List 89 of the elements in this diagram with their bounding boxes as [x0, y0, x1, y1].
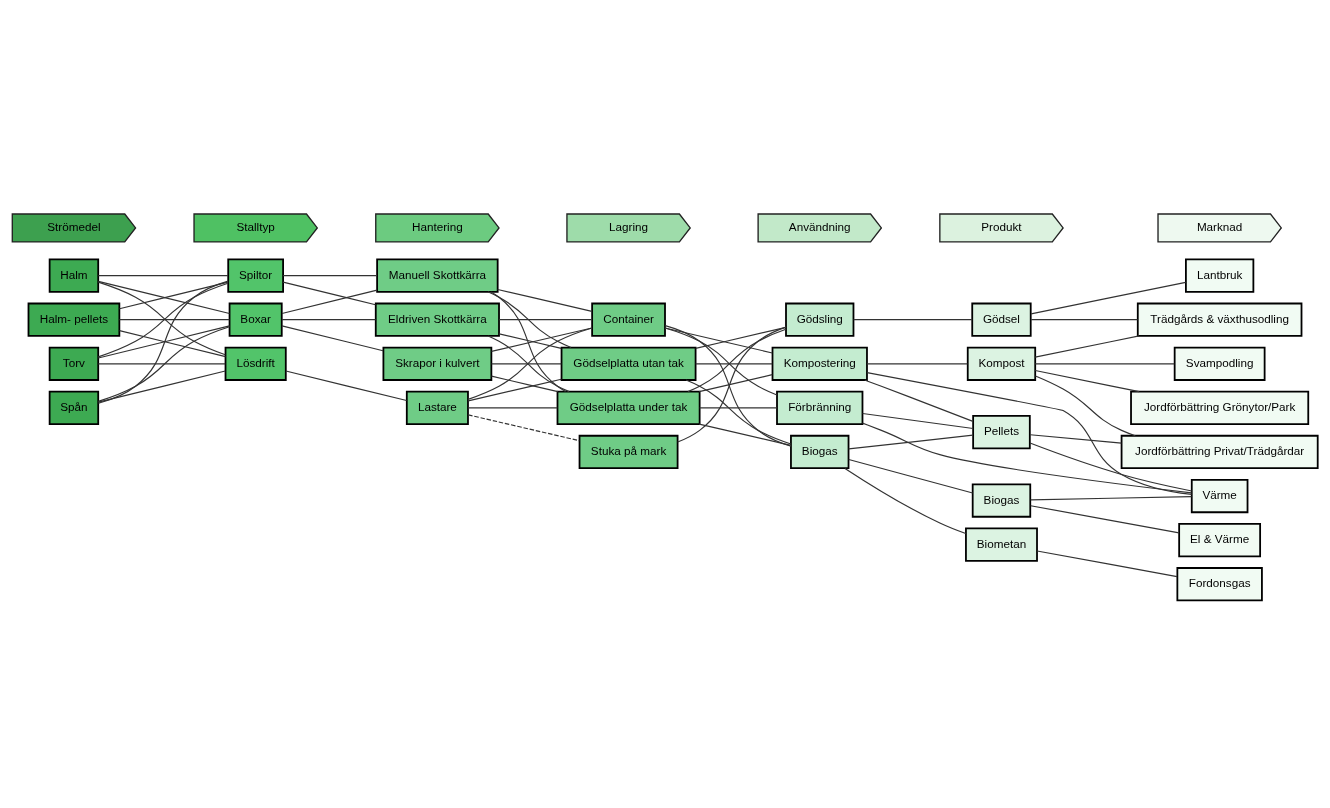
- node-box: Skrapor i kulvert: [382, 346, 493, 381]
- connector: [866, 362, 969, 364]
- connector: [97, 280, 231, 314]
- node-box: Eldriven Skottkärra: [374, 302, 500, 337]
- connector: [467, 378, 562, 401]
- connector: [1029, 433, 1122, 444]
- node-box: Manuell Skottkärra: [376, 258, 499, 293]
- connector: [699, 406, 778, 408]
- node-box: Fordonsgas: [1176, 566, 1263, 601]
- node-box: Halm- pellets: [27, 302, 121, 337]
- node-box: Gödsling: [785, 302, 855, 337]
- connector: [848, 458, 974, 494]
- connector: [97, 324, 231, 359]
- node-box: Gödselplatta utan tak: [560, 346, 697, 381]
- connector: [848, 434, 974, 449]
- node-box: Spån: [48, 390, 100, 425]
- connector: [97, 280, 229, 404]
- connector: [698, 373, 773, 392]
- connector: [487, 290, 572, 348]
- node-box: El & Värme: [1178, 522, 1262, 557]
- connector: [497, 288, 593, 312]
- node-box: Kompost: [966, 346, 1037, 381]
- connector: [864, 379, 974, 422]
- connector: [1034, 334, 1140, 358]
- connector: [1030, 504, 1180, 533]
- connector: [698, 423, 792, 446]
- connector: [664, 326, 778, 395]
- connector: [862, 412, 974, 429]
- connector: [677, 326, 787, 443]
- connector: [853, 318, 973, 320]
- connector: [97, 274, 229, 276]
- connector: [281, 324, 384, 351]
- connector: [285, 369, 408, 401]
- connector: [282, 281, 377, 305]
- connector: [118, 329, 227, 357]
- node-box: Halm: [48, 258, 100, 293]
- node-box: Kompostering: [771, 346, 868, 381]
- connector: [281, 289, 378, 314]
- node-box: Gödselplatta under tak: [556, 390, 701, 425]
- node-box: Gödsel: [971, 302, 1032, 337]
- connector: [1034, 362, 1175, 364]
- connector: [1029, 441, 1193, 492]
- connector: [490, 362, 562, 364]
- node-box: Pellets: [972, 414, 1031, 449]
- connector: [282, 274, 378, 276]
- connector: [467, 413, 580, 441]
- connector: [281, 318, 377, 320]
- connector: [490, 375, 559, 392]
- connector: [97, 362, 226, 364]
- connector: [664, 324, 792, 447]
- connector: [1034, 369, 1140, 392]
- node-box: Lastare: [405, 390, 469, 425]
- node-box: Container: [591, 302, 666, 337]
- node-box: Boxar: [228, 302, 283, 337]
- connector: [861, 422, 1193, 493]
- connector: [844, 467, 967, 534]
- node-box: Jordförbättring Privat/Trädgårdar: [1120, 434, 1319, 469]
- connector: [1030, 495, 1193, 501]
- connector: [487, 334, 570, 392]
- node-box: Jordförbättring Grönytor/Park: [1130, 390, 1310, 425]
- connector: [97, 369, 226, 403]
- connector: [498, 318, 593, 320]
- connector: [490, 290, 567, 392]
- connector: [685, 379, 792, 445]
- connector: [118, 318, 231, 320]
- connector: [498, 332, 562, 349]
- connector: [118, 281, 229, 309]
- node-box: Lösdrift: [224, 346, 287, 381]
- node-box: Biogas: [971, 482, 1032, 518]
- connector: [1030, 281, 1187, 314]
- connector: [866, 371, 1193, 495]
- node-box: Stuka på mark: [578, 434, 679, 469]
- node-box: Svampodling: [1173, 346, 1266, 381]
- node-box: Värme: [1190, 478, 1249, 513]
- connector: [1036, 549, 1178, 577]
- connector: [1034, 374, 1136, 436]
- connector: [1030, 318, 1139, 320]
- connector: [687, 328, 787, 392]
- node-box: Spiltor: [227, 258, 284, 293]
- node-box: Biometan: [965, 527, 1038, 562]
- node-box: Biogas: [790, 434, 850, 469]
- node-box: Trädgårds & växthusodling: [1136, 302, 1303, 337]
- node-box: Förbränning: [776, 390, 864, 425]
- connector: [97, 325, 231, 402]
- connector: [695, 362, 773, 364]
- connector: [467, 326, 593, 400]
- node-box: Torv: [48, 346, 100, 381]
- connector: [467, 406, 558, 408]
- node-box: Lantbruk: [1185, 258, 1255, 293]
